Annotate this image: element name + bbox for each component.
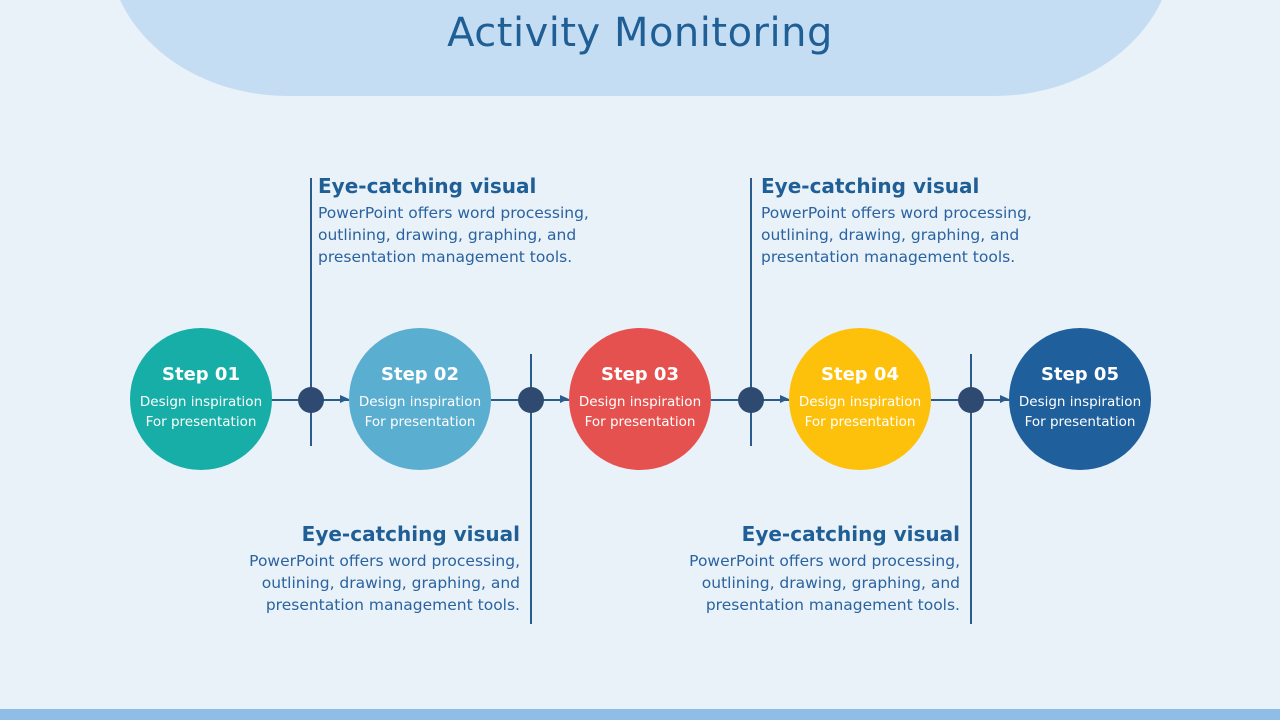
callout-top-2: Eye-catching visual PowerPoint offers wo… <box>761 172 1081 268</box>
callout-line: presentation management tools. <box>318 248 573 266</box>
step-label: Step 03 <box>601 364 679 385</box>
callout-line: PowerPoint offers word processing, <box>249 552 520 570</box>
header-banner <box>108 0 1174 96</box>
callout-body: PowerPoint offers word processing, outli… <box>761 202 1081 268</box>
step-circle-1: Step 01 Design inspiration For presentat… <box>130 328 272 470</box>
leader-line <box>970 354 972 624</box>
footer-bar <box>0 709 1280 720</box>
arrow-head-icon <box>780 395 789 403</box>
step-circle-5: Step 05 Design inspiration For presentat… <box>1009 328 1151 470</box>
callout-title: Eye-catching visual <box>301 522 520 546</box>
callout-line: PowerPoint offers word processing, <box>761 204 1032 222</box>
leader-line <box>750 178 752 446</box>
step-description: Design inspiration For presentation <box>358 394 482 430</box>
step-description: Design inspiration For presentation <box>1018 394 1142 430</box>
callout-bottom-1: Eye-catching visual PowerPoint offers wo… <box>190 520 520 616</box>
connector-dot <box>738 387 764 413</box>
callout-title: Eye-catching visual <box>318 174 537 198</box>
step-description: Design inspiration For presentation <box>578 394 702 430</box>
callout-body: PowerPoint offers word processing, outli… <box>318 202 638 268</box>
arrow-head-icon <box>1000 395 1009 403</box>
arrow-head-icon <box>560 395 569 403</box>
connector-dot <box>958 387 984 413</box>
leader-line <box>530 354 532 624</box>
callout-line: PowerPoint offers word processing, <box>318 204 589 222</box>
callout-line: PowerPoint offers word processing, <box>689 552 960 570</box>
callout-line: outlining, drawing, graphing, and <box>701 574 960 592</box>
step-label: Step 04 <box>821 364 899 385</box>
arrow-head-icon <box>340 395 349 403</box>
leader-line <box>310 178 312 446</box>
callout-line: outlining, drawing, graphing, and <box>761 226 1020 244</box>
step-circle-3: Step 03 Design inspiration For presentat… <box>569 328 711 470</box>
callout-line: presentation management tools. <box>265 596 520 614</box>
callout-line: outlining, drawing, graphing, and <box>261 574 520 592</box>
page-title: Activity Monitoring <box>447 10 833 56</box>
step-description: Design inspiration For presentation <box>798 394 922 430</box>
callout-title: Eye-catching visual <box>761 174 980 198</box>
callout-line: presentation management tools. <box>705 596 960 614</box>
callout-body: PowerPoint offers word processing, outli… <box>630 550 960 616</box>
step-description: Design inspiration For presentation <box>139 394 263 430</box>
callout-body: PowerPoint offers word processing, outli… <box>190 550 520 616</box>
callout-top-1: Eye-catching visual PowerPoint offers wo… <box>318 172 638 268</box>
step-label: Step 01 <box>162 364 240 385</box>
step-circle-4: Step 04 Design inspiration For presentat… <box>789 328 931 470</box>
callout-bottom-2: Eye-catching visual PowerPoint offers wo… <box>630 520 960 616</box>
callout-line: presentation management tools. <box>761 248 1016 266</box>
connector-dot <box>298 387 324 413</box>
step-label: Step 02 <box>381 364 459 385</box>
step-circle-2: Step 02 Design inspiration For presentat… <box>349 328 491 470</box>
callout-title: Eye-catching visual <box>741 522 960 546</box>
connector-dot <box>518 387 544 413</box>
callout-line: outlining, drawing, graphing, and <box>318 226 577 244</box>
step-label: Step 05 <box>1041 364 1119 385</box>
